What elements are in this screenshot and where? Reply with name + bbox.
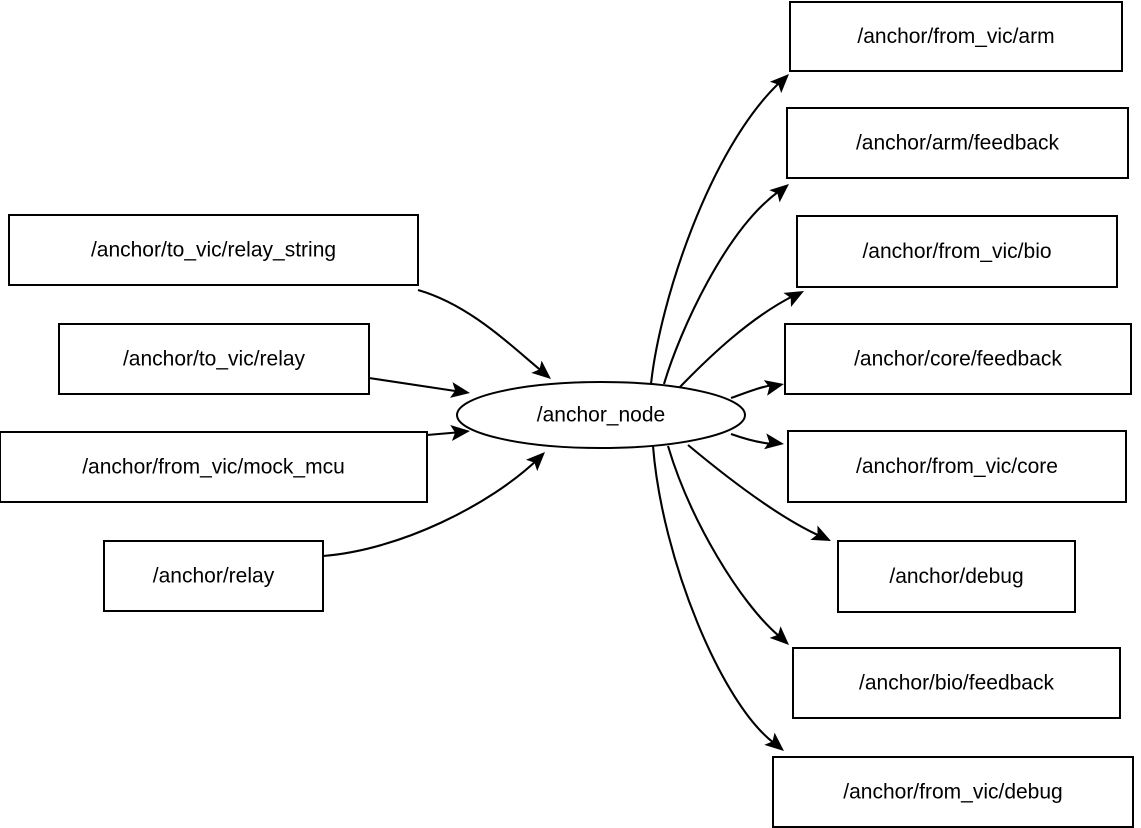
edge-published-7	[651, 445, 784, 751]
topic-subscribed-3[interactable]: /anchor/relay	[103, 540, 324, 612]
topic-box-rect[interactable]	[8, 214, 419, 286]
topic-box-rect[interactable]	[784, 323, 1132, 395]
edge-published-1	[662, 184, 789, 385]
edge-subscribed-1	[368, 376, 470, 398]
edge-arrowhead-icon	[769, 184, 789, 203]
topic-box-label: /anchor/bio/feedback	[859, 672, 1054, 695]
topic-box-rect[interactable]	[786, 107, 1129, 179]
edge-line	[651, 445, 775, 744]
edge-line	[687, 444, 821, 537]
topic-box-rect[interactable]	[0, 431, 428, 503]
topic-box-rect[interactable]	[787, 430, 1127, 503]
edge-line	[666, 445, 780, 637]
edge-line	[730, 433, 774, 446]
edge-subscribed-0	[417, 288, 551, 379]
topic-published-5[interactable]: /anchor/debug	[837, 540, 1076, 613]
topic-box-label: /anchor/to_vic/relay	[123, 348, 306, 371]
edge-published-6	[666, 445, 789, 645]
topic-box-label: /anchor/from_vic/debug	[843, 781, 1062, 804]
edge-line	[322, 458, 539, 558]
topic-box-label: /anchor/relay	[153, 565, 275, 588]
topic-box-label: /anchor/arm/feedback	[856, 132, 1060, 155]
center-node-ellipse[interactable]	[456, 381, 746, 449]
topic-box-rect[interactable]	[792, 647, 1121, 719]
edge-line	[662, 191, 779, 385]
edge-arrowhead-icon	[450, 425, 470, 441]
topic-box-rect[interactable]	[837, 540, 1076, 613]
edge-subscribed-2	[426, 425, 470, 441]
edge-arrowhead-icon	[525, 452, 545, 472]
topic-box-rect[interactable]	[772, 756, 1134, 828]
topic-box-rect[interactable]	[796, 215, 1118, 288]
topic-published-3[interactable]: /anchor/core/feedback	[784, 323, 1132, 395]
edge-line	[417, 288, 545, 374]
center-node-layer: /anchor_node	[456, 381, 746, 449]
topic-box-label: /anchor/debug	[889, 565, 1023, 588]
edge-arrowhead-icon	[763, 380, 784, 396]
topic-subscribed-2[interactable]: /anchor/from_vic/mock_mcu	[0, 431, 428, 503]
edge-arrowhead-icon	[769, 74, 789, 94]
edge-line	[649, 83, 779, 385]
edge-arrowhead-icon	[769, 626, 789, 645]
edge-published-2	[679, 291, 804, 388]
topic-published-6[interactable]: /anchor/bio/feedback	[792, 647, 1121, 719]
edge-line	[679, 295, 794, 388]
topic-published-7[interactable]: /anchor/from_vic/debug	[772, 756, 1134, 828]
edge-line	[368, 376, 463, 394]
edge-line	[730, 383, 774, 399]
edge-arrowhead-icon	[449, 382, 470, 398]
edge-subscribed-3	[322, 452, 545, 558]
topic-published-2[interactable]: /anchor/from_vic/bio	[796, 215, 1118, 288]
edge-arrowhead-icon	[783, 291, 804, 307]
topic-box-rect[interactable]	[789, 1, 1123, 72]
topic-published-1[interactable]: /anchor/arm/feedback	[786, 107, 1129, 179]
topic-box-rect[interactable]	[58, 323, 370, 395]
topic-subscribed-0[interactable]: /anchor/to_vic/relay_string	[8, 214, 419, 286]
edge-published-5	[687, 444, 831, 541]
edge-arrowhead-icon	[810, 525, 831, 541]
edge-arrowhead-icon	[531, 360, 551, 379]
topic-box-rect[interactable]	[103, 540, 324, 612]
center-node-label: /anchor_node	[537, 404, 665, 427]
topic-box-label: /anchor/from_vic/bio	[862, 240, 1051, 263]
edge-published-3	[730, 380, 784, 399]
topic-box-label: /anchor/to_vic/relay_string	[91, 239, 336, 262]
edge-published-4	[730, 433, 784, 450]
edge-arrowhead-icon	[764, 433, 784, 450]
edge-published-0	[649, 74, 789, 385]
topic-box-label: /anchor/core/feedback	[854, 348, 1062, 371]
topic-published-4[interactable]: /anchor/from_vic/core	[787, 430, 1127, 503]
topic-published-0[interactable]: /anchor/from_vic/arm	[789, 1, 1123, 72]
topic-box-label: /anchor/from_vic/core	[856, 455, 1058, 478]
topic-box-label: /anchor/from_vic/mock_mcu	[82, 456, 345, 479]
edges-layer	[322, 74, 831, 751]
edge-arrowhead-icon	[764, 732, 784, 751]
topic-box-label: /anchor/from_vic/arm	[857, 25, 1054, 48]
topic-subscribed-1[interactable]: /anchor/to_vic/relay	[58, 323, 370, 395]
